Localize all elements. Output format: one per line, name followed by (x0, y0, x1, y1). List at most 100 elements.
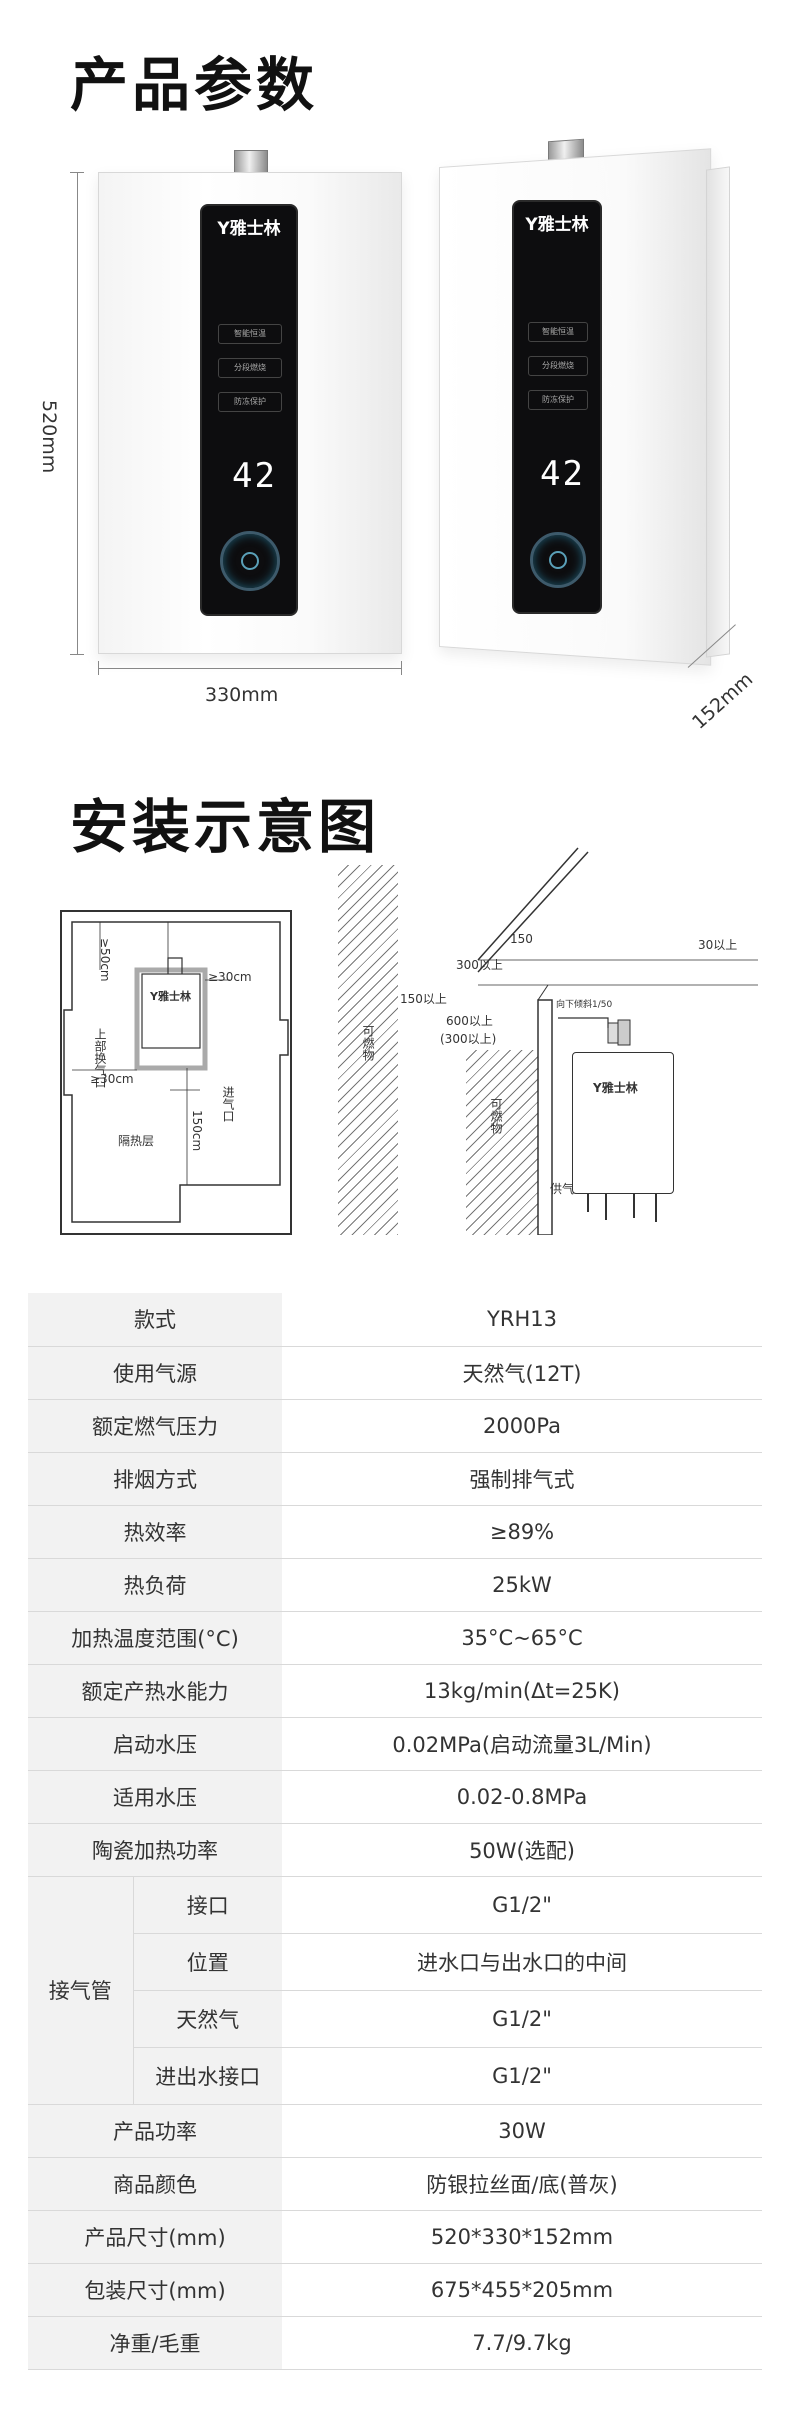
spec-key: 陶瓷加热功率 (28, 1823, 282, 1877)
spec-value: 天然气(12T) (282, 1346, 762, 1400)
temp-display: 42 (232, 456, 277, 496)
panel-button: 智能恒温 (528, 322, 588, 342)
temp-display-angled: 42 (540, 454, 585, 494)
table-row: 接气管 接口 G1/2" (28, 1876, 762, 2105)
spec-key: 产品功率 (28, 2104, 282, 2158)
wall-right-label: 可燃物 (489, 1098, 503, 1134)
spec-key: 启动水压 (28, 1717, 282, 1771)
diagram-heater-logo: Y雅士林 (593, 1081, 638, 1095)
spec-value: 675*455*205mm (282, 2263, 762, 2317)
table-row: 包装尺寸(mm)675*455*205mm (28, 2263, 762, 2317)
diagram-logo: Y雅士林 (150, 990, 191, 1003)
spec-key: 加热温度范围(°C) (28, 1611, 282, 1665)
spec-key: 包装尺寸(mm) (28, 2263, 282, 2317)
air-inlet-label: 进气口 (221, 1086, 235, 1122)
spec-value: G1/2" (282, 2047, 762, 2105)
spec-sub-key: 进出水接口 (133, 2047, 282, 2105)
spec-sub-key: 天然气 (133, 1990, 282, 2048)
spec-key: 适用水压 (28, 1770, 282, 1824)
spec-key: 款式 (28, 1293, 282, 1347)
spec-value: YRH13 (282, 1293, 762, 1347)
table-row: 商品颜色防银拉丝面/底(普灰) (28, 2157, 762, 2211)
table-row: 使用气源天然气(12T) (28, 1346, 762, 1400)
control-panel-front: Y雅士林 智能恒温 分段燃烧 防冻保护 42 (200, 204, 298, 616)
spec-key: 使用气源 (28, 1346, 282, 1400)
dim-30-label: 30以上 (698, 938, 738, 952)
params-section-title: 产品参数 (70, 51, 319, 119)
table-row: 排烟方式强制排气式 (28, 1452, 762, 1506)
spec-value: 30W (282, 2104, 762, 2158)
diagram-heater: Y雅士林 (572, 1052, 674, 1194)
spec-key: 排烟方式 (28, 1452, 282, 1506)
knob-ring (220, 531, 280, 591)
table-row: 天然气 G1/2" (28, 1990, 762, 2048)
dim-150-left-label: 150以上 (400, 992, 447, 1006)
insulation-label: 隔热层 (118, 1134, 155, 1148)
top-gap-label: ≥50cm (98, 938, 112, 982)
panel-button: 防冻保护 (218, 392, 282, 412)
table-row: 热效率≥89% (28, 1505, 762, 1559)
spec-value: 0.02-0.8MPa (282, 1770, 762, 1824)
table-row: 加热温度范围(°C)35°C~65°C (28, 1611, 762, 1665)
install-diagram-right: 可燃物 可燃物 150 30以上 300以上 150以上 600以上 (300以… (338, 840, 758, 1235)
spec-value: ≥89% (282, 1505, 762, 1559)
spec-value: 防银拉丝面/底(普灰) (282, 2157, 762, 2211)
wall-left-label: 可燃物 (361, 1025, 375, 1061)
table-row: 位置 进水口与出水口的中间 (28, 1933, 762, 1991)
spec-value: 7.7/9.7kg (282, 2316, 762, 2370)
dim-600-label: 600以上 (446, 1014, 493, 1028)
spec-key: 热效率 (28, 1505, 282, 1559)
depth-dimension: 152mm (688, 668, 758, 734)
spec-value: 0.02MPa(启动流量3L/Min) (282, 1717, 762, 1771)
spec-value: 520*330*152mm (282, 2210, 762, 2264)
spec-key: 商品颜色 (28, 2157, 282, 2211)
spec-value: G1/2" (282, 1990, 762, 2048)
spec-sub-key: 位置 (133, 1933, 282, 1991)
install-section-title: 安装示意图 (70, 793, 381, 861)
control-panel-angled: Y雅士林 智能恒温 分段燃烧 防冻保护 42 (512, 200, 602, 614)
spec-key: 热负荷 (28, 1558, 282, 1612)
spec-key: 产品尺寸(mm) (28, 2210, 282, 2264)
spec-value: 进水口与出水口的中间 (282, 1933, 762, 1991)
brand-logo-angled: Y雅士林 (525, 215, 589, 235)
panel-button: 智能恒温 (218, 324, 282, 344)
panel-button: 防冻保护 (528, 390, 588, 410)
panel-button: 分段燃烧 (218, 358, 282, 378)
spec-group-label: 接气管 (28, 1876, 134, 2105)
dim-300-label: 300以上 (456, 958, 503, 972)
spec-value: 35°C~65°C (282, 1611, 762, 1665)
width-dimension: 330mm (205, 684, 279, 706)
table-row: 进出水接口 G1/2" (28, 2047, 762, 2105)
dim-150-label: 150 (510, 932, 533, 946)
top-air-inlet-label: 上部换气口 (93, 1028, 107, 1088)
install-diagram-left: ≥50cm ≥30cm ≥30cm 150cm 上部换气口 进气口 隔热层 Y雅… (60, 910, 292, 1235)
spec-key: 额定燃气压力 (28, 1399, 282, 1453)
spec-key: 额定产热水能力 (28, 1664, 282, 1718)
brand-logo: Y雅士林 (217, 219, 281, 239)
height-dimension: 520mm (38, 400, 60, 474)
knob-ring-angled (530, 532, 586, 588)
spec-value: 2000Pa (282, 1399, 762, 1453)
right-gap-label: ≥30cm (208, 970, 252, 984)
panel-button: 分段燃烧 (528, 356, 588, 376)
down-gap-label: 150cm (190, 1110, 204, 1152)
spec-value: 50W(选配) (282, 1823, 762, 1877)
bottom-gap-label: ≥30cm (90, 1072, 134, 1086)
spec-key: 净重/毛重 (28, 2316, 282, 2370)
dim-300-paren-label: (300以上) (440, 1032, 497, 1046)
spec-sub-key: 接口 (133, 1876, 282, 1934)
slope-note-label: 向下倾斜1/50 (556, 1000, 613, 1010)
spec-value: 25kW (282, 1558, 762, 1612)
spec-value: G1/2" (282, 1876, 762, 1934)
spec-value: 强制排气式 (282, 1452, 762, 1506)
